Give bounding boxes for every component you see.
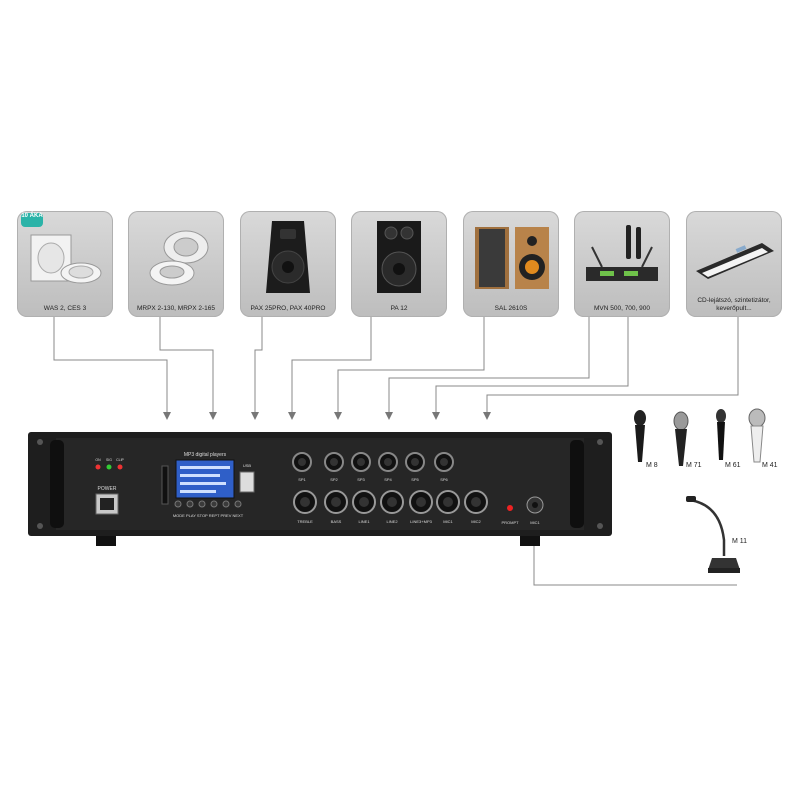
model-badge: 10 ÁKA	[21, 213, 43, 227]
device-card-wireless-mic-receiver: MVN 500, 700, 900	[574, 211, 670, 317]
round-speaker-icon	[149, 230, 209, 286]
microphone-label: M 71	[686, 462, 702, 469]
knob-label: SP3	[357, 477, 365, 482]
sd-card-slot	[161, 465, 169, 505]
knob-label: SP1	[298, 477, 306, 482]
knob-label: TREBLE	[297, 519, 313, 524]
pa-speaker-icon	[266, 221, 310, 293]
microphone-label: M 8	[646, 462, 658, 469]
device-label: PAX 25PRO, PAX 40PRO	[250, 305, 326, 312]
device-label: SAL 2610S	[494, 305, 528, 312]
led-indicator	[106, 464, 112, 470]
connection-line	[53, 317, 171, 420]
handheld-microphone-icon	[716, 409, 726, 460]
led-indicator	[117, 464, 123, 470]
knob-label: LINE3+MP3	[410, 519, 432, 524]
usb-port	[239, 471, 255, 493]
usb-label: USB	[243, 463, 252, 468]
power-label: POWER	[98, 486, 117, 492]
led-label: CLIP	[116, 458, 124, 462]
device-card-bookshelf-speakers: SAL 2610S	[463, 211, 559, 317]
transport-buttons	[174, 500, 242, 508]
device-label: WAS 2, CES 3	[43, 305, 87, 312]
device-label: MRPX 2-130, MRPX 2-165	[136, 305, 216, 312]
knob-label: SP2	[330, 477, 338, 482]
knob-label: LINE1	[358, 519, 370, 524]
led-indicator	[95, 464, 101, 470]
led-label: ON	[95, 458, 101, 462]
connection-line	[159, 317, 217, 420]
speaker-knob-row	[292, 452, 454, 472]
knob-label: SP4	[384, 477, 392, 482]
cabinet-speaker-icon	[377, 221, 421, 293]
device-label: PA 12	[390, 305, 408, 312]
connection-line	[251, 317, 263, 420]
connection-line	[385, 317, 590, 420]
keyboard-synth-icon	[696, 243, 774, 279]
input-knob-row	[293, 490, 488, 514]
led-label: SIG	[106, 458, 112, 462]
microphone-label: M 41	[762, 462, 778, 469]
connection-lines	[53, 317, 739, 586]
handheld-microphone-icon	[748, 408, 766, 463]
connection-line	[530, 534, 737, 586]
handheld-microphone-icon	[634, 410, 646, 462]
device-card-ceiling-speaker: 10 ÁKA WAS 2, CES 3	[17, 211, 113, 317]
knob-label: SP6	[440, 477, 448, 482]
device-card-keyboard: CD-lejátszó, szintetizátor, keverőpult..…	[686, 211, 782, 317]
amplifier-unit	[28, 432, 612, 546]
device-label: CD-lejátszó, szintetizátor, keverőpult..…	[697, 297, 771, 312]
ceiling-speaker-icon	[30, 234, 102, 284]
gooseneck-microphone-icon	[686, 496, 740, 573]
prompt-led	[507, 505, 513, 511]
connection-line	[334, 317, 485, 420]
handheld-microphone-icon	[673, 411, 689, 466]
wireless-receiver-icon	[586, 225, 658, 281]
device-card-box-speaker: PA 12	[351, 211, 447, 317]
connection-line	[288, 317, 372, 420]
transport-label: MODE PLAY STOP REPT PREV NEXT	[173, 513, 244, 518]
device-card-marine-speaker: MRPX 2-130, MRPX 2-165	[128, 211, 224, 317]
display-title: MP3 digital players	[184, 452, 227, 458]
bookshelf-speaker-icon	[475, 227, 549, 289]
knob-label: BASS	[331, 519, 342, 524]
gooseneck-label: M 11	[732, 538, 748, 545]
connection-line	[432, 317, 629, 420]
mic-input-label: MIC1	[530, 520, 540, 525]
device-card-active-speaker: PAX 25PRO, PAX 40PRO	[240, 211, 336, 317]
connection-line	[483, 317, 739, 420]
device-label: MVN 500, 700, 900	[593, 305, 650, 312]
prompt-label: PROMPT	[501, 520, 519, 525]
knob-label: MIC1	[443, 519, 453, 524]
microphone-label: M 61	[725, 462, 741, 469]
knob-label: LINE2	[386, 519, 398, 524]
knob-label: SP5	[411, 477, 419, 482]
knob-label: MIC2	[471, 519, 481, 524]
